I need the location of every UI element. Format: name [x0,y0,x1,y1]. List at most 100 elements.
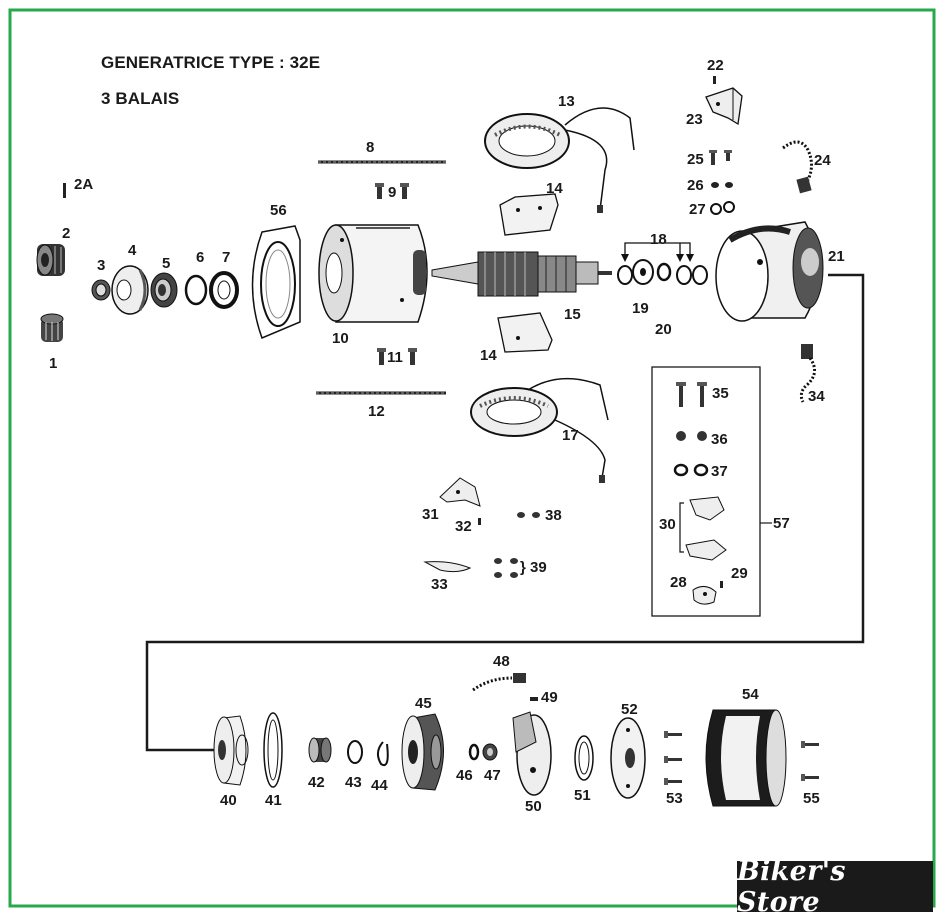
housing-45 [401,713,444,791]
part-label-44: 44 [371,777,388,794]
circlip-44 [377,741,389,766]
part-label-13: 13 [558,93,575,110]
part-label-48: 48 [493,653,510,670]
nut-3 [91,279,111,301]
part-label-43: 43 [345,774,362,791]
bracket-23 [705,87,743,126]
page-frame [8,8,936,908]
part-label-2a: 2A [74,176,94,193]
part-label-23: 23 [686,111,703,128]
part-label-14-upper: 14 [546,180,563,197]
pole-shoe-14-lower [497,312,553,353]
part-label-11: 11 [387,349,403,366]
part-label-30: 30 [659,516,676,533]
cover-band-54 [705,709,787,807]
nuts-26 [711,182,733,188]
part-label-39-number: 39 [530,559,547,576]
diagram-title: GENERATRICE TYPE : 32E [101,53,321,72]
gasket-51 [574,735,594,781]
brush-34 [799,344,816,403]
terminal-28 [692,586,717,605]
washer-7 [209,271,239,309]
screw-29 [720,581,723,588]
washer-6 [184,274,208,306]
parts-38 [517,512,540,518]
brush-holders-30 [679,496,727,561]
part-label-53: 53 [666,790,683,807]
part-label-5: 5 [162,255,171,272]
washers-18-bracket [621,242,694,262]
part-label-39: } 39 [520,559,547,576]
part-label-6: 6 [196,249,205,266]
part-label-46: 46 [456,767,473,784]
part-label-50: 50 [525,798,542,815]
part-label-17: 17 [562,427,579,444]
part-label-22: 22 [707,57,724,74]
washers-37 [673,463,709,477]
kit-57-box [651,366,761,617]
part-label-37: 37 [711,463,728,480]
part-label-2: 2 [62,225,71,242]
parts-39 [494,558,518,578]
end-frame-21 [715,221,824,322]
part-label-9: 9 [388,184,397,201]
gasket-56 [251,225,301,339]
nut-47 [482,743,498,761]
brush-plate-50 [512,711,552,796]
part-label-57: 57 [773,515,790,532]
pinion-1 [40,313,64,342]
part-label-8: 8 [366,139,375,156]
part-label-56: 56 [270,202,287,219]
part-label-21: 21 [828,248,845,265]
part-label-7: 7 [222,249,231,266]
end-plate-40 [213,715,249,786]
part-label-45: 45 [415,695,432,712]
part-label-10: 10 [332,330,349,347]
brush-24 [782,140,813,194]
part-label-29: 29 [731,565,748,582]
bearing-5 [150,272,178,308]
field-coil-17 [470,377,609,483]
screws-55 [801,741,819,781]
screws-53 [664,731,682,785]
nuts-36 [676,431,707,441]
part-label-19: 19 [632,300,649,317]
assembly-connector-line [145,273,865,752]
part-label-42: 42 [308,774,325,791]
strap-33 [423,561,472,573]
part-label-31: 31 [422,506,439,523]
screws-11 [377,348,417,365]
screw-32 [478,518,481,525]
diagram-subtitle: 3 BALAIS [101,89,180,108]
pole-shoe-14-upper [499,193,559,236]
part-label-36: 36 [711,431,728,448]
part-label-40: 40 [220,792,237,809]
brand-watermark: Biker's Store [737,856,933,918]
washer-20 [656,262,672,282]
armature-15 [431,251,612,297]
part-label-15: 15 [564,306,581,323]
part-label-1: 1 [49,355,58,372]
screw-22 [713,76,716,84]
screws-9 [375,183,409,199]
part-label-14-lower: 14 [480,347,497,364]
part-label-32: 32 [455,518,472,535]
field-frame-10 [318,224,428,323]
part-label-18: 18 [650,231,667,248]
part-label-35: 35 [712,385,729,402]
washer-19 [632,259,654,285]
part-label-27: 27 [689,201,706,218]
screw-49 [530,697,538,701]
pinion-2 [36,244,65,276]
part-label-49: 49 [541,689,558,706]
gasket-41 [263,712,283,788]
washer-18c [692,265,708,285]
nut-46 [468,743,480,761]
field-coil-13 [484,107,635,213]
part-label-54: 54 [742,686,759,703]
end-cap-4 [111,265,149,315]
bracket-31 [439,477,481,507]
part-label-51: 51 [574,787,591,804]
plate-52 [610,717,646,799]
